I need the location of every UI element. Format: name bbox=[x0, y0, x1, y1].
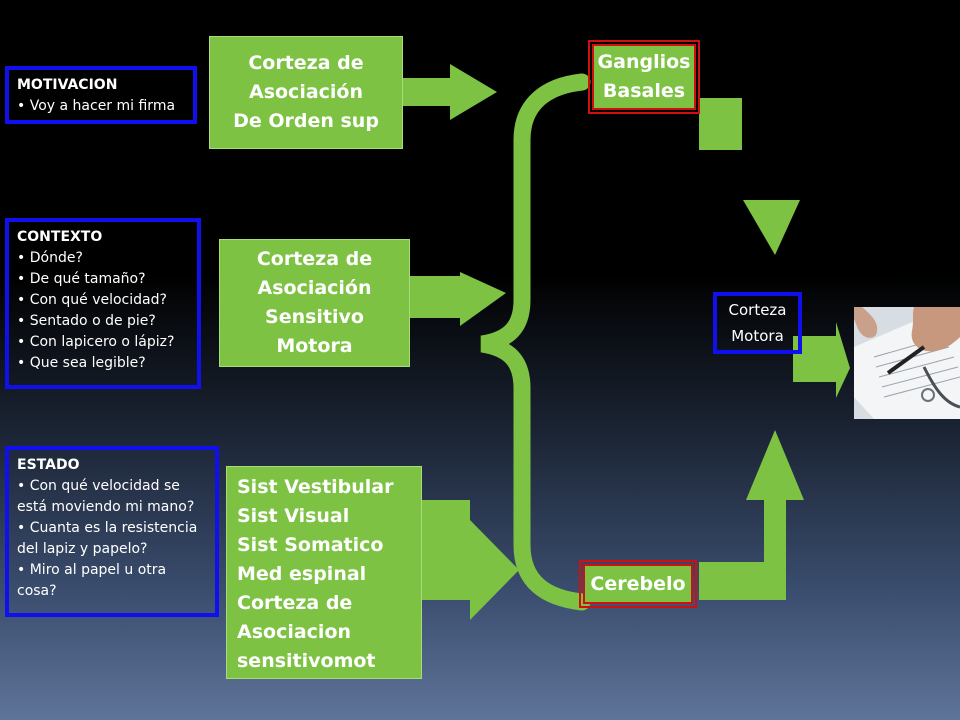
ganglios-line: Basales bbox=[602, 80, 686, 102]
contexto-item: Sentado o de pie? bbox=[17, 311, 189, 332]
corteza-sensitivo-line: Sensitivo bbox=[265, 306, 364, 328]
corteza-orden-sup-box: Corteza de Asociación De Orden sup bbox=[209, 36, 403, 149]
estado-item: Miro al papel u otra cosa? bbox=[17, 560, 207, 602]
estado-item: Con qué velocidad se está moviendo mi ma… bbox=[17, 476, 207, 518]
estado-item: Cuanta es la resistencia del lapiz y pap… bbox=[17, 518, 207, 560]
corteza-motora-box: Corteza Motora bbox=[713, 292, 802, 354]
cerebelo-box: Cerebelo bbox=[579, 560, 697, 608]
contexto-item: Con qué velocidad? bbox=[17, 290, 189, 311]
ganglios-basales-box: Ganglios Basales bbox=[588, 40, 700, 114]
sistemas-line: Sist Somatico bbox=[237, 534, 384, 556]
corteza-sensitivo-line: Asociación bbox=[257, 277, 372, 299]
contexto-item: Que sea legible? bbox=[17, 353, 189, 374]
sistemas-line: Sist Vestibular bbox=[237, 476, 394, 498]
corteza-orden-sup-line: De Orden sup bbox=[233, 110, 379, 132]
sistemas-line: Med espinal bbox=[237, 563, 367, 585]
corteza-orden-sup-line: Asociación bbox=[248, 81, 364, 103]
corteza-motora-line: Motora bbox=[731, 327, 784, 345]
arrow-right-icon bbox=[400, 64, 497, 120]
arrow-right-icon bbox=[420, 500, 519, 620]
sistemas-line: sensitivomot bbox=[237, 650, 376, 672]
motivacion-item: Voy a hacer mi firma bbox=[17, 96, 185, 117]
corteza-orden-sup-line: Corteza de bbox=[248, 52, 364, 74]
ganglios-line: Ganglios bbox=[597, 51, 691, 73]
corteza-sensitivo-box: Corteza de Asociación Sensitivo Motora bbox=[219, 239, 410, 367]
sistemas-line: Asociacion bbox=[237, 621, 352, 643]
corteza-sensitivo-line: Corteza de bbox=[256, 248, 373, 270]
sistemas-line: Sist Visual bbox=[237, 505, 350, 527]
contexto-item: Dónde? bbox=[17, 248, 189, 269]
curly-brace-icon bbox=[480, 73, 591, 611]
corteza-sensitivo-line: Motora bbox=[276, 335, 353, 357]
arrow-right-icon bbox=[793, 322, 850, 398]
sistemas-box: Sist Vestibular Sist Visual Sist Somatic… bbox=[226, 466, 422, 679]
contexto-item: De qué tamaño? bbox=[17, 269, 189, 290]
arrow-up-icon bbox=[699, 430, 804, 600]
contexto-box: CONTEXTO Dónde? De qué tamaño? Con qué v… bbox=[5, 218, 201, 389]
motivacion-title: MOTIVACION bbox=[17, 77, 118, 93]
motivacion-box: MOTIVACION Voy a hacer mi firma bbox=[5, 66, 197, 124]
hand-writing-photo bbox=[854, 307, 960, 419]
cerebelo-label: Cerebelo bbox=[590, 572, 686, 595]
estado-box: ESTADO Con qué velocidad se está moviend… bbox=[5, 446, 219, 617]
hand-writing-photo-icon bbox=[854, 307, 960, 419]
arrow-right-icon bbox=[408, 272, 506, 326]
arrow-down-icon bbox=[699, 98, 800, 255]
contexto-item: Con lapicero o lápiz? bbox=[17, 332, 189, 353]
contexto-title: CONTEXTO bbox=[17, 229, 103, 245]
sistemas-line: Corteza de bbox=[237, 592, 353, 614]
estado-title: ESTADO bbox=[17, 457, 80, 473]
corteza-motora-line: Corteza bbox=[728, 301, 787, 319]
